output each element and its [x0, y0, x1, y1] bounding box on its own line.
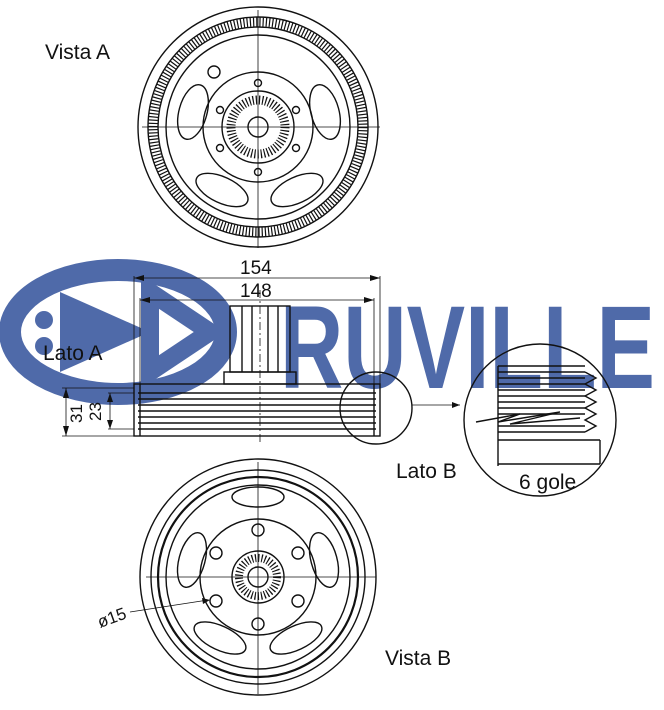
- vista-a-view: [137, 6, 380, 248]
- vista-b-label: Vista B: [385, 647, 451, 670]
- lato-a-view: [133, 290, 381, 444]
- dimension-23: [107, 392, 134, 430]
- vista-a-hatched-ring: [148, 17, 368, 237]
- dimension-31: [62, 387, 134, 437]
- dimension-154: [133, 275, 381, 384]
- detail-callout: [339, 343, 617, 497]
- brand-wordmark: RUVILLE: [280, 282, 655, 414]
- grooves-label: 6 gole: [519, 471, 576, 494]
- hole-diameter-label: ø15: [95, 604, 129, 632]
- pulley-grooves: [138, 392, 376, 430]
- vista-b-outer-rim: [139, 458, 377, 696]
- dimension-154-label: 154: [240, 258, 272, 279]
- vista-b-view: [129, 458, 377, 696]
- vista-a-outer-rim: [137, 6, 379, 248]
- lato-b-label: Lato B: [396, 460, 457, 483]
- groove-profile: [475, 365, 601, 466]
- vista-a-label: Vista A: [45, 41, 110, 64]
- dimension-148: [139, 297, 375, 384]
- dimension-148-label: 148: [240, 281, 272, 302]
- dimension-23-label: 23: [86, 402, 105, 421]
- dimension-31-label: 31: [67, 404, 86, 423]
- lato-a-label: Lato A: [43, 342, 103, 365]
